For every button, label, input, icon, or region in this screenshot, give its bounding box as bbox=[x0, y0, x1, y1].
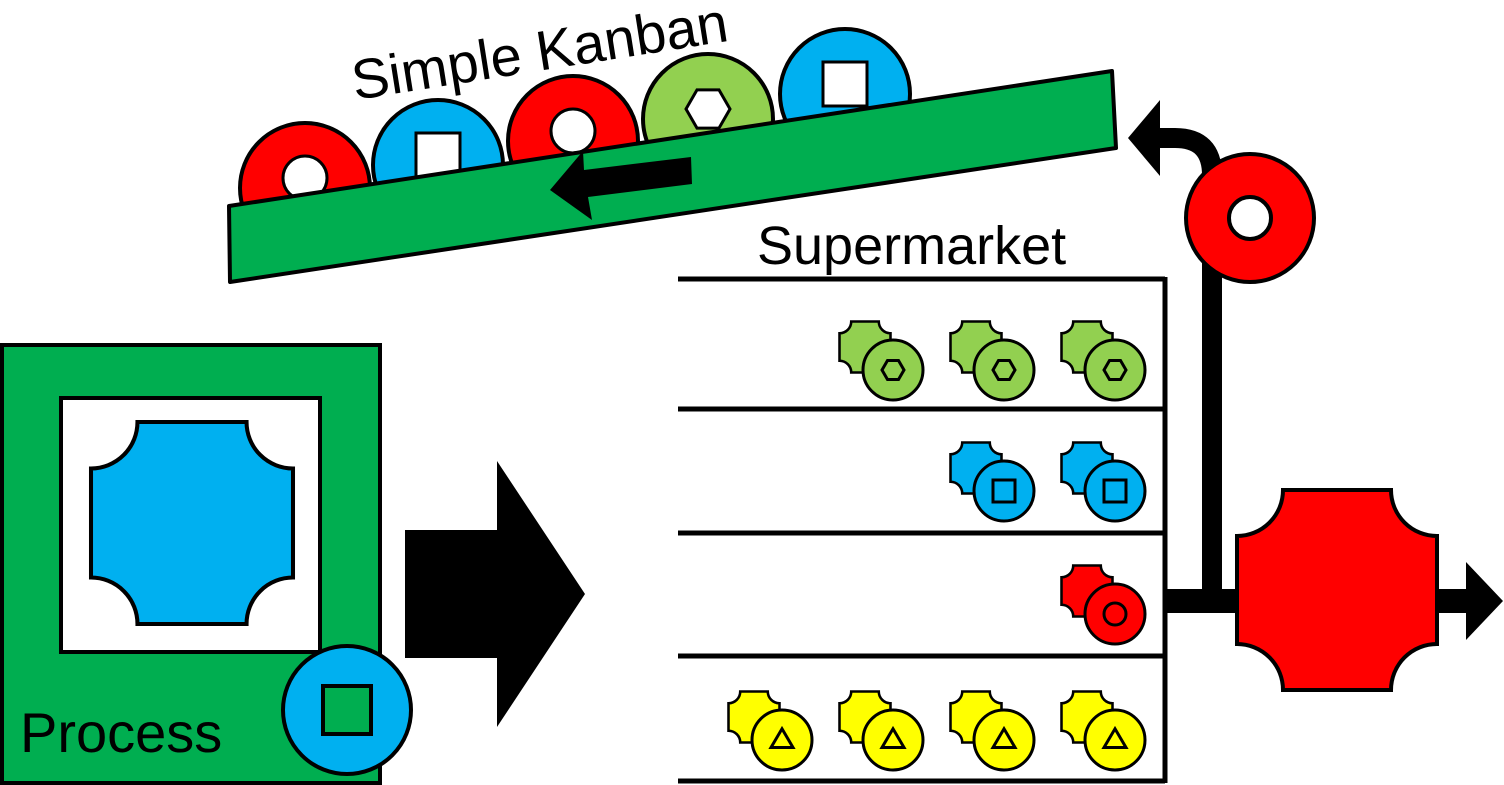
square-symbol-icon bbox=[1102, 478, 1128, 504]
hexagon-symbol-icon bbox=[880, 359, 906, 381]
triangle-symbol-icon bbox=[990, 725, 1018, 749]
flow-arrow bbox=[405, 461, 585, 727]
supermarket-part bbox=[1060, 320, 1147, 402]
supermarket-part bbox=[1060, 690, 1147, 772]
hexagon-symbol-icon bbox=[684, 88, 732, 130]
circle-symbol-icon bbox=[1102, 601, 1128, 627]
withdrawn-kanban-card bbox=[1184, 152, 1316, 284]
triangle-symbol-icon bbox=[879, 725, 907, 749]
square-symbol-icon bbox=[821, 60, 869, 108]
triangle-symbol-icon bbox=[768, 725, 796, 749]
square-symbol-icon bbox=[991, 478, 1017, 504]
supermarket-part bbox=[949, 320, 1036, 402]
kanban-flow-arrow bbox=[550, 151, 692, 220]
outgoing-part bbox=[1235, 488, 1439, 692]
supermarket-part bbox=[949, 441, 1036, 523]
triangle-symbol-icon bbox=[1101, 725, 1129, 749]
supermarket-rack bbox=[678, 276, 1168, 784]
circle-symbol-icon bbox=[549, 107, 597, 155]
supermarket-part bbox=[1060, 441, 1147, 523]
supermarket-part bbox=[838, 690, 925, 772]
supermarket-part bbox=[1060, 564, 1147, 646]
supermarket-part bbox=[949, 690, 1036, 772]
process-label: Process bbox=[20, 701, 222, 764]
output-arrowhead bbox=[1466, 562, 1503, 640]
hexagon-symbol-icon bbox=[991, 359, 1017, 381]
supermarket-parts bbox=[727, 320, 1147, 772]
process-box: Process bbox=[0, 343, 413, 785]
hexagon-symbol-icon bbox=[1102, 359, 1128, 381]
supermarket-part bbox=[838, 320, 925, 402]
supermarket-part bbox=[727, 690, 814, 772]
supermarket-label: Supermarket bbox=[757, 216, 1066, 276]
kanban-return-arrowhead bbox=[1128, 100, 1160, 176]
process-kanban-card bbox=[281, 644, 413, 776]
